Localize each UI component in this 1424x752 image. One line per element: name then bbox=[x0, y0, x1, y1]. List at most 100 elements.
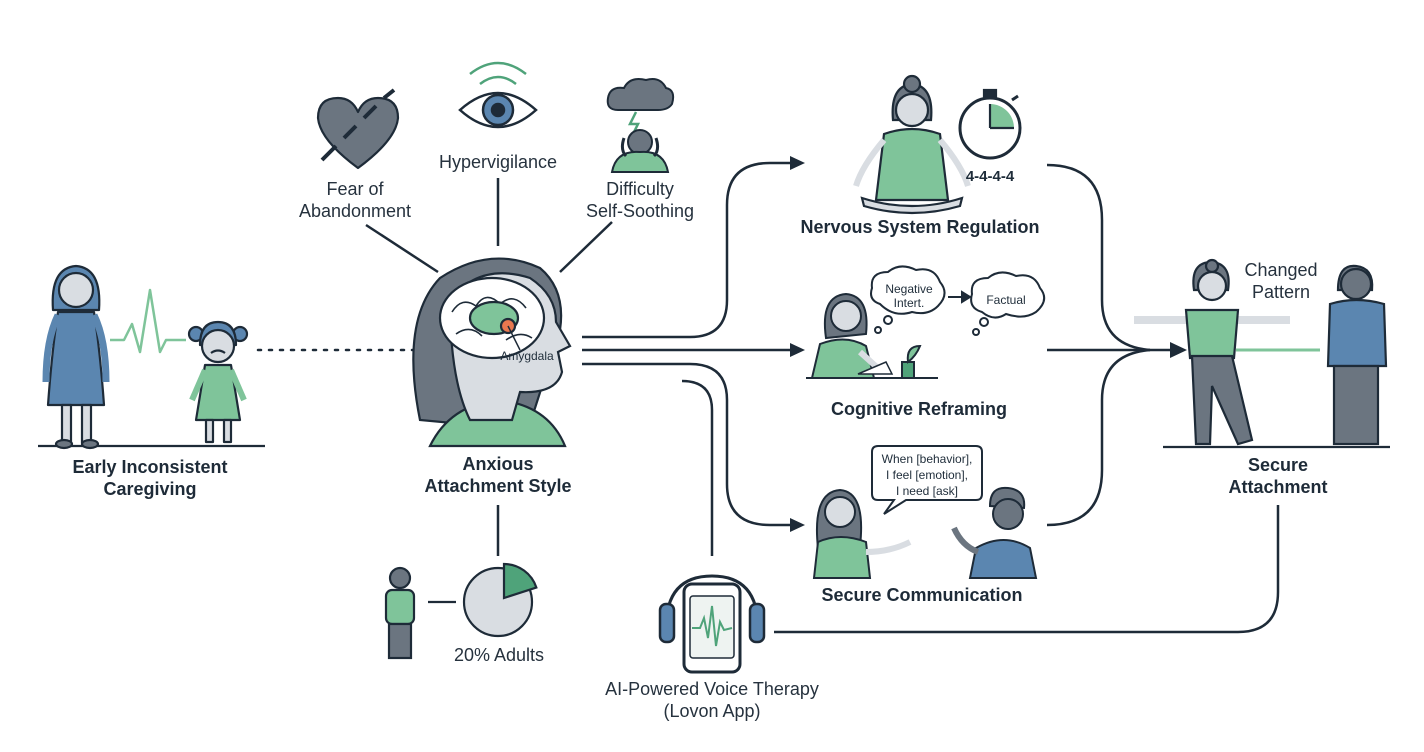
thought-bubble-4 bbox=[972, 328, 980, 336]
meditator-bun bbox=[902, 74, 922, 94]
stopwatch-fill bbox=[990, 104, 1014, 128]
cloud-negative bbox=[870, 265, 946, 315]
speech-line3: I need [ask] bbox=[895, 484, 959, 498]
signal-wave-inner bbox=[479, 75, 517, 86]
early-caregiving-line2: Caregiving bbox=[103, 479, 197, 499]
anxious-head-illustration bbox=[412, 257, 572, 448]
therapy-line2: (Lovon App) bbox=[663, 701, 761, 721]
eye-icon bbox=[458, 61, 538, 129]
child-arm-left bbox=[189, 368, 208, 402]
mother-leg-right bbox=[80, 403, 93, 445]
fear-line1: Fear of bbox=[326, 179, 384, 199]
secure-line2: Attachment bbox=[1228, 477, 1328, 497]
communication-illustration bbox=[812, 445, 1038, 579]
child-leg-right bbox=[222, 418, 233, 444]
storm-cloud-icon bbox=[606, 78, 675, 173]
thought-factual-text: Factual bbox=[986, 293, 1026, 307]
thought-bubble-2 bbox=[874, 326, 882, 334]
signal-wave-outer bbox=[469, 61, 527, 75]
cognitive-reframing-title: Cognitive Reframing bbox=[830, 399, 1008, 419]
distressed-hands bbox=[620, 137, 660, 158]
child-leg-left bbox=[204, 418, 215, 444]
changed-pattern-label: Changed Pattern bbox=[1244, 259, 1317, 303]
distressed-body bbox=[610, 150, 670, 173]
speaker-left-head bbox=[824, 496, 856, 528]
stopwatch-button bbox=[1011, 94, 1019, 102]
arrowhead-bottom bbox=[790, 518, 805, 532]
speaker-right-hand bbox=[951, 526, 980, 555]
speaker-left-body bbox=[812, 536, 872, 579]
speaker-left-hand bbox=[865, 539, 912, 555]
partner-shirt bbox=[1326, 298, 1388, 368]
confident-shirt bbox=[1184, 308, 1240, 360]
anxious-attachment-label: Anxious Attachment Style bbox=[424, 453, 571, 497]
prevalence-label: 20% Adults bbox=[453, 645, 545, 665]
thought-bubble-1 bbox=[883, 315, 893, 325]
hyper-line1: Hypervigilance bbox=[438, 152, 558, 172]
cloud-factual bbox=[970, 271, 1046, 319]
distressed-head bbox=[627, 129, 653, 155]
changed-pattern-line1: Changed bbox=[1244, 260, 1318, 280]
merge-bottom-line bbox=[1046, 348, 1151, 527]
mother-arm-left bbox=[42, 313, 62, 383]
therapy-line1: AI-Powered Voice Therapy bbox=[605, 679, 819, 699]
child-frown bbox=[210, 349, 226, 354]
writer-head bbox=[830, 300, 862, 332]
amygdala-label: Amygdala bbox=[500, 349, 554, 363]
changed-pattern-line2: Pattern bbox=[1251, 282, 1311, 302]
child-arm-right bbox=[228, 368, 247, 402]
person-head bbox=[388, 566, 412, 590]
early-caregiving-line1: Early Inconsistent bbox=[72, 457, 228, 477]
mother-leg-left bbox=[60, 403, 73, 445]
secure-attachment-label: Secure Attachment bbox=[1228, 454, 1327, 498]
arrowheads bbox=[790, 156, 1187, 532]
symptom-line-fear bbox=[365, 223, 439, 274]
arrowhead-secure bbox=[1170, 342, 1187, 358]
phone-screen bbox=[689, 595, 735, 659]
speech-bubble-text: When [behavior], I feel [emotion], I nee… bbox=[882, 451, 973, 499]
anxious-line2: Attachment Style bbox=[424, 476, 572, 496]
branch-top-arrow bbox=[582, 161, 798, 339]
mother-shoe-right bbox=[80, 438, 100, 450]
child-dress bbox=[194, 363, 242, 422]
symptom-line-soothing bbox=[559, 221, 613, 273]
phone-app-illustration bbox=[658, 574, 766, 674]
meditator-arms bbox=[853, 138, 971, 187]
heartbeat-line bbox=[110, 288, 186, 354]
brain-folds bbox=[451, 296, 533, 341]
early-caregiving-illustration bbox=[38, 264, 265, 450]
fear-abandonment-label: Fear of Abandonment bbox=[299, 178, 411, 222]
soothing-line2: Self-Soothing bbox=[585, 201, 695, 221]
prevalence-illustration bbox=[384, 562, 538, 660]
child-head bbox=[200, 328, 236, 364]
connectors bbox=[256, 161, 1280, 634]
self-soothing-label: Difficulty Self-Soothing bbox=[586, 178, 694, 222]
confident-legs bbox=[1190, 354, 1254, 446]
secure-attachment-illustration bbox=[1134, 258, 1390, 449]
partner-head bbox=[1339, 267, 1373, 301]
arrowhead-top bbox=[790, 156, 805, 170]
person-body bbox=[384, 588, 416, 626]
headphones-band-icon bbox=[664, 574, 760, 629]
branch-bottom-arrow bbox=[582, 362, 798, 527]
merge-top-line bbox=[1046, 163, 1151, 352]
speaker-right-head bbox=[992, 498, 1024, 530]
anxious-line1: Anxious bbox=[462, 454, 534, 474]
speaker-right-body bbox=[968, 539, 1038, 579]
secure-communication-title: Secure Communication bbox=[821, 585, 1023, 605]
pie-slice-20 bbox=[502, 562, 538, 600]
early-caregiving-label: Early Inconsistent Caregiving bbox=[72, 456, 227, 500]
meditator-head bbox=[894, 92, 930, 128]
amygdala-pointer bbox=[507, 325, 521, 351]
stopwatch-crown bbox=[982, 88, 998, 100]
meditator-legs bbox=[860, 196, 964, 215]
paper-sheet bbox=[857, 361, 894, 375]
pen-cup-icon bbox=[901, 361, 915, 379]
fear-line2: Abandonment bbox=[298, 201, 412, 221]
therapy-to-secure-line bbox=[774, 505, 1280, 634]
hypervigilance-label: Hypervigilance bbox=[439, 151, 557, 173]
confident-bun bbox=[1204, 258, 1220, 274]
arrowhead-mid bbox=[790, 343, 805, 357]
reframe-arrow-head bbox=[961, 290, 972, 304]
